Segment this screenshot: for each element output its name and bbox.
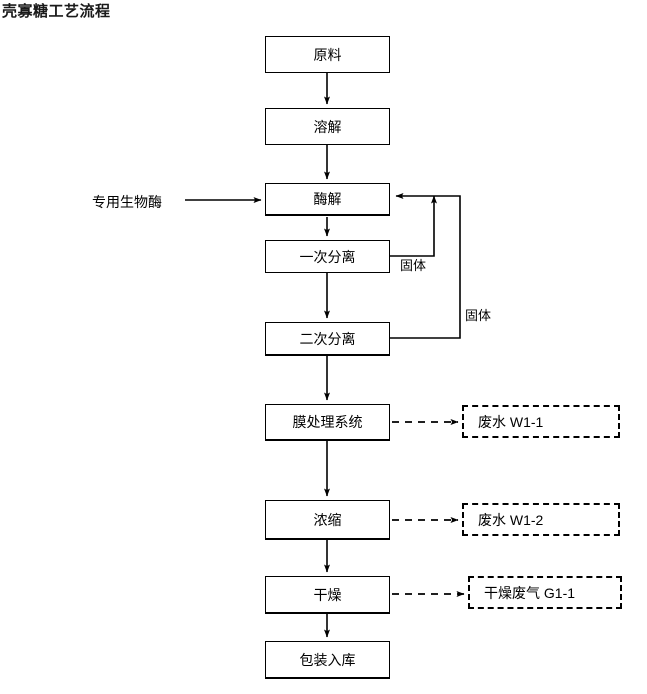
waste-wastewater-w1-1-label: 废水 W1-1 bbox=[478, 413, 544, 430]
node-first-separation-label: 一次分离 bbox=[299, 248, 356, 265]
edge-firstseparation-solids-recycle bbox=[390, 195, 437, 257]
node-membrane-system-label: 膜处理系统 bbox=[292, 414, 363, 430]
waste-wastewater-w1-2-label: 废水 W1-2 bbox=[478, 511, 544, 528]
node-raw-material[interactable]: 原料 bbox=[265, 36, 390, 73]
node-dissolution-label: 溶解 bbox=[313, 118, 342, 135]
node-concentration-label: 浓缩 bbox=[313, 511, 342, 528]
page-title: 壳寡糖工艺流程 bbox=[2, 3, 111, 20]
node-dissolution[interactable]: 溶解 bbox=[265, 108, 390, 145]
node-second-separation-label: 二次分离 bbox=[299, 330, 356, 347]
input-bio-enzyme-label: 专用生物酶 bbox=[92, 194, 162, 210]
edge-secondseparation-solids-recycle bbox=[390, 193, 461, 339]
node-concentration[interactable]: 浓缩 bbox=[265, 500, 390, 540]
node-first-separation[interactable]: 一次分离 bbox=[265, 240, 390, 273]
recycle-label-solids-first: 固体 bbox=[400, 258, 427, 273]
waste-wastewater-w1-1[interactable]: 废水 W1-1 bbox=[462, 405, 620, 438]
node-raw-material-label: 原料 bbox=[313, 46, 342, 63]
node-membrane-system[interactable]: 膜处理系统 bbox=[265, 404, 390, 441]
node-drying-label: 干燥 bbox=[313, 586, 342, 603]
node-packaging-label: 包装入库 bbox=[299, 651, 356, 668]
waste-wastewater-w1-2[interactable]: 废水 W1-2 bbox=[462, 503, 620, 536]
waste-exhaust-g1-1[interactable]: 干燥废气 G1-1 bbox=[468, 576, 622, 609]
node-enzymolysis-label: 酶解 bbox=[313, 191, 342, 207]
node-packaging[interactable]: 包装入库 bbox=[265, 641, 390, 679]
node-enzymolysis[interactable]: 酶解 bbox=[265, 183, 390, 216]
node-drying[interactable]: 干燥 bbox=[265, 576, 390, 614]
node-second-separation[interactable]: 二次分离 bbox=[265, 322, 390, 356]
waste-exhaust-g1-1-label: 干燥废气 G1-1 bbox=[484, 584, 576, 601]
recycle-label-solids-second: 固体 bbox=[465, 308, 492, 323]
